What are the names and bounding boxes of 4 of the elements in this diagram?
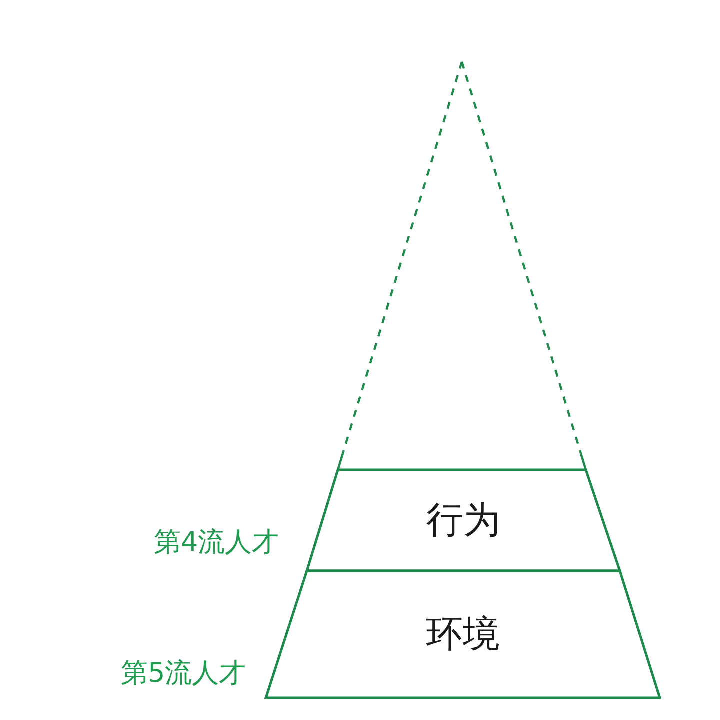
band-label: 行为 bbox=[426, 500, 500, 541]
tier-label: 第5流人才 bbox=[121, 659, 246, 689]
tier-label: 第4流人才 bbox=[154, 528, 280, 558]
band-label: 环境 bbox=[426, 614, 500, 655]
